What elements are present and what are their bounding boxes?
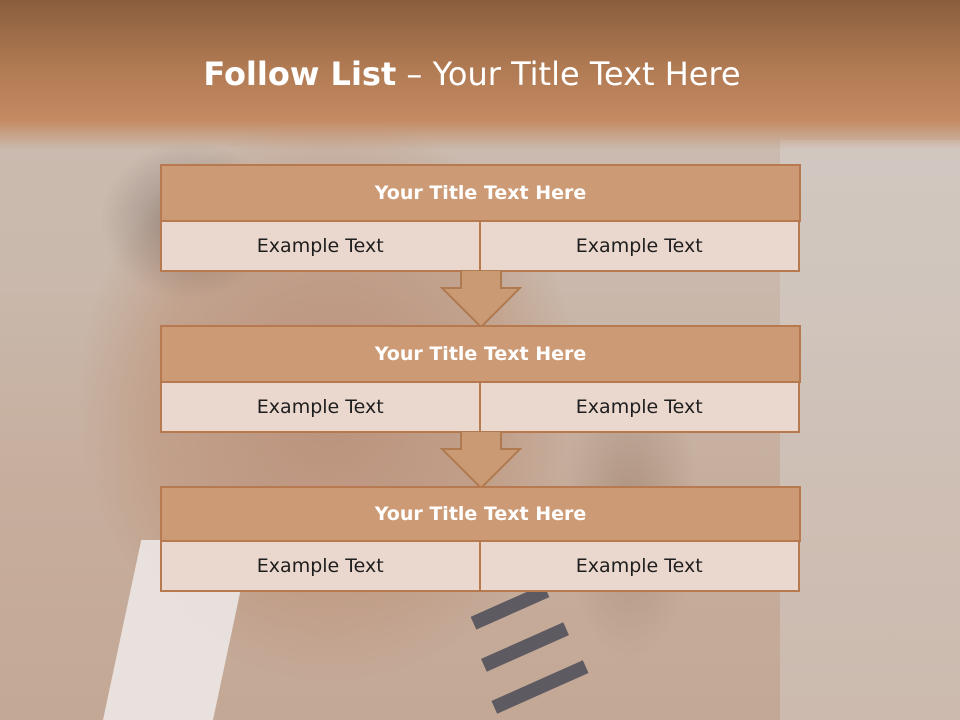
step-title: Your Title Text Here xyxy=(160,486,801,542)
step-box-3: Your Title Text Here Example Text Exampl… xyxy=(160,486,801,592)
down-arrow-icon xyxy=(440,431,522,489)
slide-title: Follow List – Your Title Text Here xyxy=(0,55,944,93)
step-cell-right: Example Text xyxy=(480,383,800,433)
step-title: Your Title Text Here xyxy=(160,325,801,383)
step-cell-left: Example Text xyxy=(160,222,481,272)
title-rest: – Your Title Text Here xyxy=(396,55,741,93)
header-band xyxy=(0,0,960,150)
step-cell-left: Example Text xyxy=(160,542,481,592)
step-row: Example Text Example Text xyxy=(160,383,800,433)
step-row: Example Text Example Text xyxy=(160,542,800,592)
step-row: Example Text Example Text xyxy=(160,222,800,272)
down-arrow-icon xyxy=(440,270,522,328)
step-box-1: Your Title Text Here Example Text Exampl… xyxy=(160,164,801,272)
title-bold: Follow List xyxy=(203,55,397,93)
step-box-2: Your Title Text Here Example Text Exampl… xyxy=(160,325,801,433)
step-cell-left: Example Text xyxy=(160,383,481,433)
step-cell-right: Example Text xyxy=(480,222,800,272)
step-cell-right: Example Text xyxy=(480,542,800,592)
step-title: Your Title Text Here xyxy=(160,164,801,222)
